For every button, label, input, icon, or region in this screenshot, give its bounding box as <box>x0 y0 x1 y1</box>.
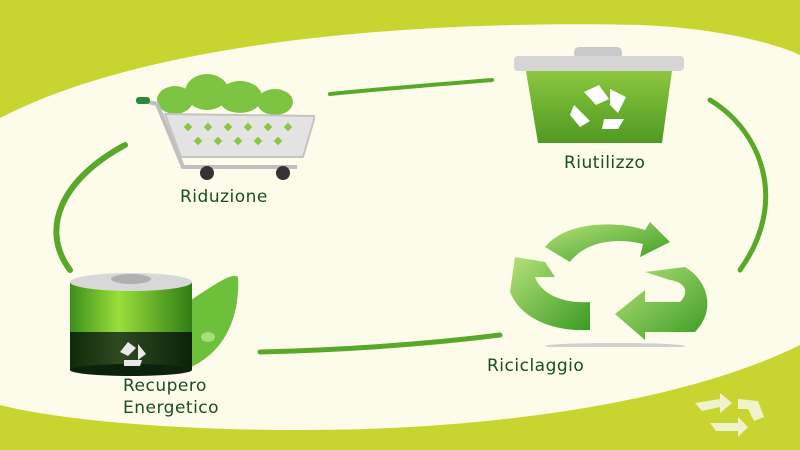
stage-label-riutilizzo: Riutilizzo <box>564 153 646 173</box>
recycle-bin-icon <box>514 47 684 143</box>
recycle-arrows-icon <box>510 222 708 347</box>
recycle-watermark-icon <box>695 393 764 437</box>
stage-label-recupero-line2: Energetico <box>123 398 220 418</box>
stage-label-riduzione: Riduzione <box>180 187 268 207</box>
battery-leaf-icon <box>70 273 239 376</box>
stage-label-riciclaggio: Riciclaggio <box>487 356 585 376</box>
shopping-cart-icon <box>136 74 315 180</box>
recycle-symbol-icon <box>570 85 626 129</box>
stage-label-recupero-line1: Recupero <box>123 376 207 396</box>
